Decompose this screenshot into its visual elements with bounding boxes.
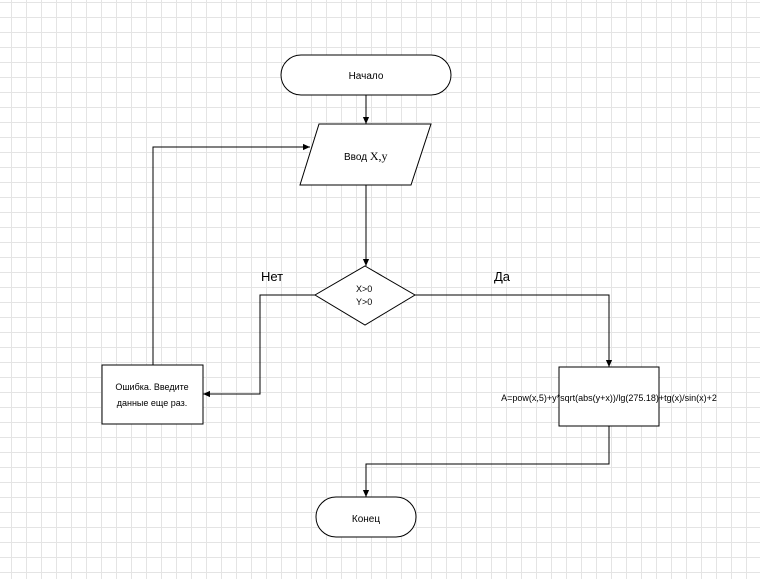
start-label: Начало <box>349 71 384 82</box>
condition-line1: X>0 <box>356 284 372 294</box>
condition-line2: Y>0 <box>356 297 372 307</box>
edge-no-to-error <box>203 294 315 398</box>
error-node[interactable]: Ошибка. Введите данные еще раз. <box>101 364 204 425</box>
error-line2: данные еще раз. <box>117 398 188 408</box>
input-label: Ввод X,y <box>344 149 388 163</box>
condition-node[interactable]: X>0 Y>0 <box>314 265 416 326</box>
yes-branch-label: Да <box>494 269 511 284</box>
edge-yes-to-formula <box>415 294 613 367</box>
formula-node[interactable]: A=pow(x,5)+y*sqrt(abs(y+x))/lg(275.18)+t… <box>501 366 717 427</box>
end-node[interactable]: Конец <box>315 496 417 538</box>
edge-error-to-input <box>152 143 310 365</box>
input-node[interactable]: Ввод X,y <box>299 123 432 186</box>
end-label: Конец <box>352 514 380 525</box>
no-branch-label: Нет <box>261 269 283 284</box>
error-line1: Ошибка. Введите <box>115 382 188 392</box>
formula-label: A=pow(x,5)+y*sqrt(abs(y+x))/lg(275.18)+t… <box>501 393 717 403</box>
start-node[interactable]: Начало <box>280 54 452 96</box>
edge-formula-to-end <box>362 426 610 497</box>
